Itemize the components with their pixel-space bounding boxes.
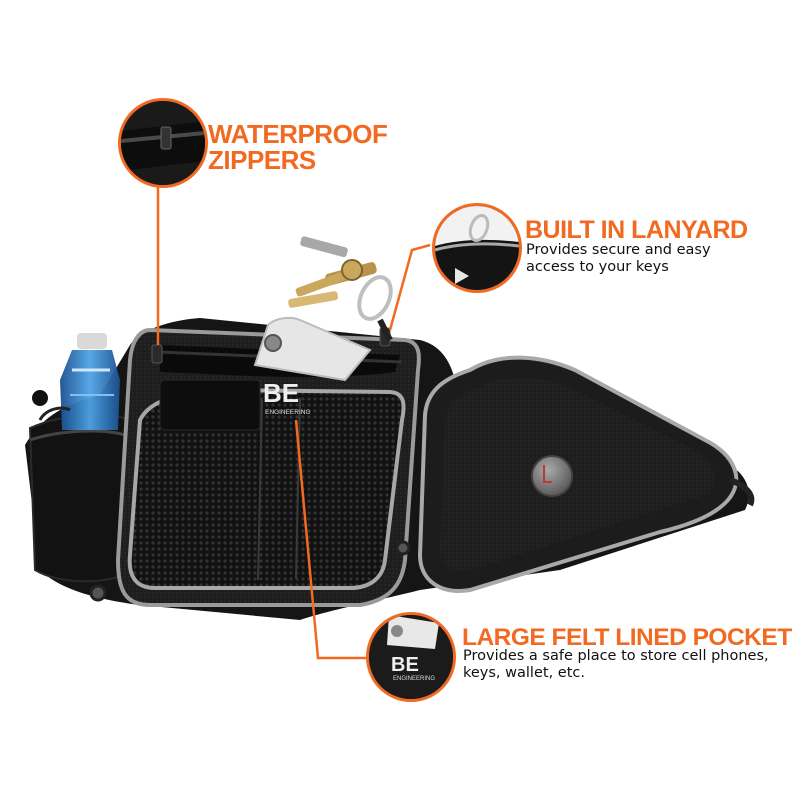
desc-pocket: Provides a safe place to store cell phon… (463, 648, 769, 681)
phone-icon (253, 316, 372, 382)
heading-pocket: LARGE FELT LINED POCKET (462, 624, 792, 651)
svg-text:BE: BE (391, 654, 419, 676)
brand-logo-subtext: ENGINEERING (265, 409, 311, 416)
callout-waterproof-zoom (118, 98, 208, 188)
desc-lanyard: Provides secure and easy access to your … (526, 242, 711, 275)
desc-pocket-line1: Provides a safe place to store cell phon… (463, 648, 769, 664)
heading-waterproof-line1: WATERPROOF (208, 119, 388, 149)
water-bottle-icon (60, 333, 120, 430)
desc-lanyard-line2: access to your keys (526, 258, 669, 275)
desc-lanyard-line1: Provides secure and easy (526, 242, 711, 258)
keys-icon (288, 236, 377, 308)
callout-lanyard-zoom (432, 203, 522, 293)
brand-logo: BE (263, 378, 299, 408)
svg-text:ENGINEERING: ENGINEERING (393, 676, 435, 682)
snap-button (531, 455, 573, 497)
callout-pocket-zoom: BE ENGINEERING (366, 612, 456, 702)
desc-pocket-line2: keys, wallet, etc. (463, 664, 585, 681)
heading-waterproof: WATERPROOF ZIPPERS (208, 119, 388, 175)
heading-lanyard: BUILT IN LANYARD (525, 216, 748, 244)
carabiner-icon (357, 275, 393, 342)
heading-waterproof-line2: ZIPPERS (208, 145, 316, 175)
